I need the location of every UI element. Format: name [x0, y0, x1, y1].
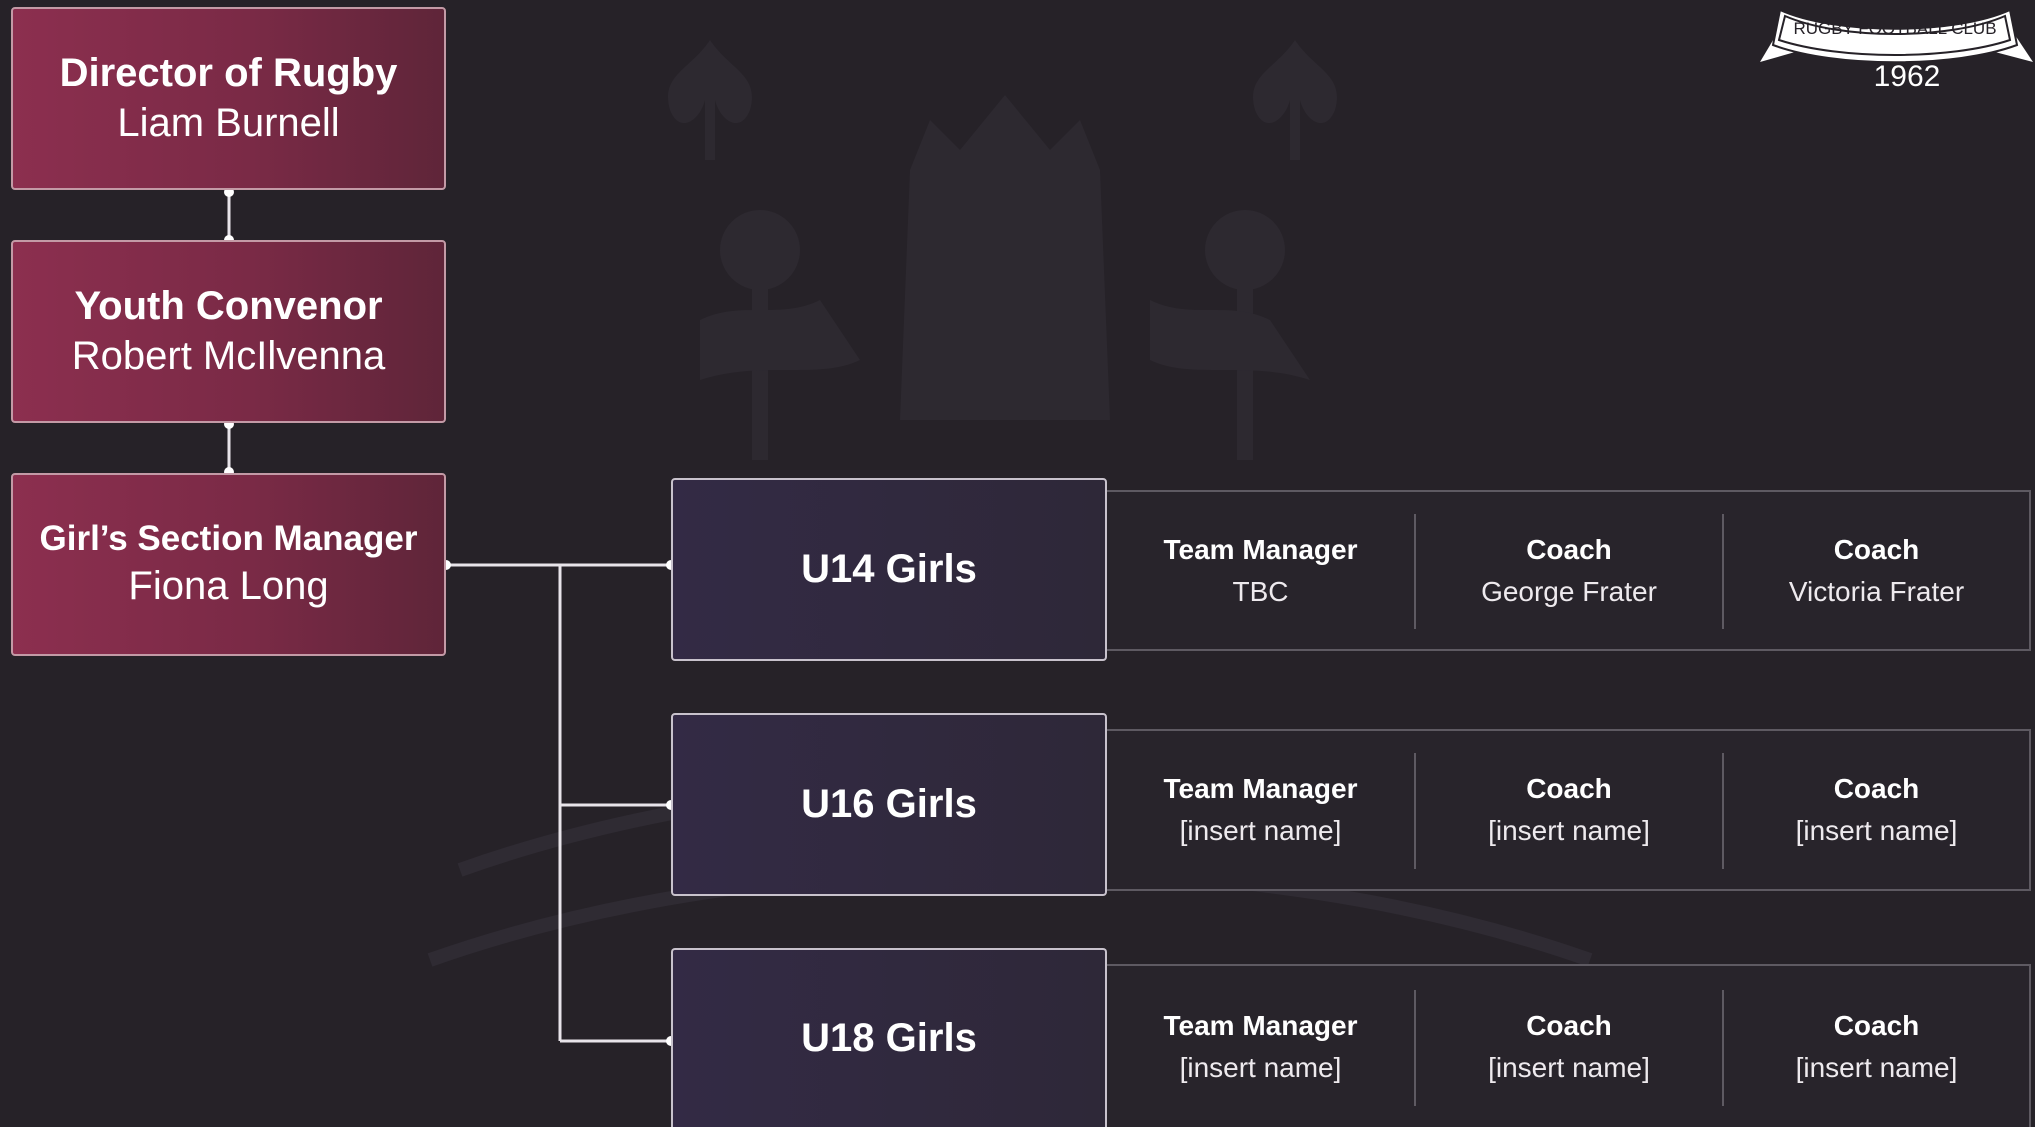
club-logo: RUGBY FOOTBALL CLUB 1962	[1760, 8, 2033, 93]
director-of-rugby-box: Director of Rugby Liam Burnell	[11, 7, 446, 190]
u16-girls-box: U16 Girls	[671, 713, 1107, 896]
role-holder-name: Liam Burnell	[117, 100, 340, 145]
staff-cell: Coach Victoria Frater	[1724, 492, 2029, 649]
u14-girls-box: U14 Girls	[671, 478, 1107, 661]
staff-name: [insert name]	[1795, 1051, 1958, 1083]
team-label: U14 Girls	[801, 547, 977, 591]
staff-role: Team Manager	[1163, 533, 1358, 565]
staff-divider	[1722, 753, 1724, 869]
staff-cell: Coach George Frater	[1416, 492, 1722, 649]
staff-cell: Coach [insert name]	[1724, 966, 2029, 1127]
staff-divider	[1722, 514, 1724, 629]
u14-staff-panel: Team Manager TBC Coach George Frater Coa…	[1107, 490, 2031, 651]
staff-name: [insert name]	[1179, 815, 1342, 846]
staff-cell: Coach [insert name]	[1724, 731, 2029, 889]
staff-role: Coach	[1526, 1009, 1612, 1041]
role-title: Youth Convenor	[74, 283, 383, 328]
staff-divider	[1414, 990, 1416, 1106]
staff-cell: Coach [insert name]	[1416, 966, 1722, 1127]
staff-name: [insert name]	[1488, 1051, 1650, 1083]
staff-cell: Team Manager TBC	[1107, 492, 1414, 649]
girls-section-manager-box: Girl’s Section Manager Fiona Long	[11, 473, 446, 656]
staff-divider	[1414, 514, 1416, 629]
u18-girls-box: U18 Girls	[671, 948, 1107, 1127]
team-label: U18 Girls	[801, 1016, 977, 1060]
logo-banner-text: RUGBY FOOTBALL CLUB	[1793, 19, 1996, 38]
role-title: Director of Rugby	[59, 50, 398, 95]
staff-role: Coach	[1833, 1009, 1920, 1041]
staff-role: Coach	[1833, 773, 1920, 804]
staff-role: Coach	[1833, 533, 1920, 565]
staff-divider	[1414, 753, 1416, 869]
staff-role: Coach	[1526, 533, 1612, 565]
staff-cell: Coach [insert name]	[1416, 731, 1722, 889]
u16-staff-panel: Team Manager [insert name] Coach [insert…	[1107, 729, 2031, 891]
role-title: Girl’s Section Manager	[39, 518, 418, 558]
youth-convenor-box: Youth Convenor Robert McIlvenna	[11, 240, 446, 423]
staff-cell: Team Manager [insert name]	[1107, 966, 1414, 1127]
team-label: U16 Girls	[801, 782, 977, 826]
role-holder-name: Robert McIlvenna	[71, 333, 386, 378]
staff-name: Victoria Frater	[1788, 575, 1965, 607]
staff-role: Coach	[1526, 773, 1612, 804]
staff-name: [insert name]	[1795, 815, 1958, 846]
staff-name: [insert name]	[1179, 1051, 1342, 1083]
staff-role: Team Manager	[1163, 1009, 1358, 1041]
staff-cell: Team Manager [insert name]	[1107, 731, 1414, 889]
logo-year: 1962	[1874, 60, 1941, 93]
u18-staff-panel: Team Manager [insert name] Coach [insert…	[1107, 964, 2031, 1127]
staff-divider	[1722, 990, 1724, 1106]
staff-name: George Frater	[1481, 575, 1657, 607]
staff-name: TBC	[1232, 575, 1289, 607]
role-holder-name: Fiona Long	[128, 563, 329, 608]
staff-role: Team Manager	[1163, 773, 1358, 804]
staff-name: [insert name]	[1488, 815, 1650, 846]
